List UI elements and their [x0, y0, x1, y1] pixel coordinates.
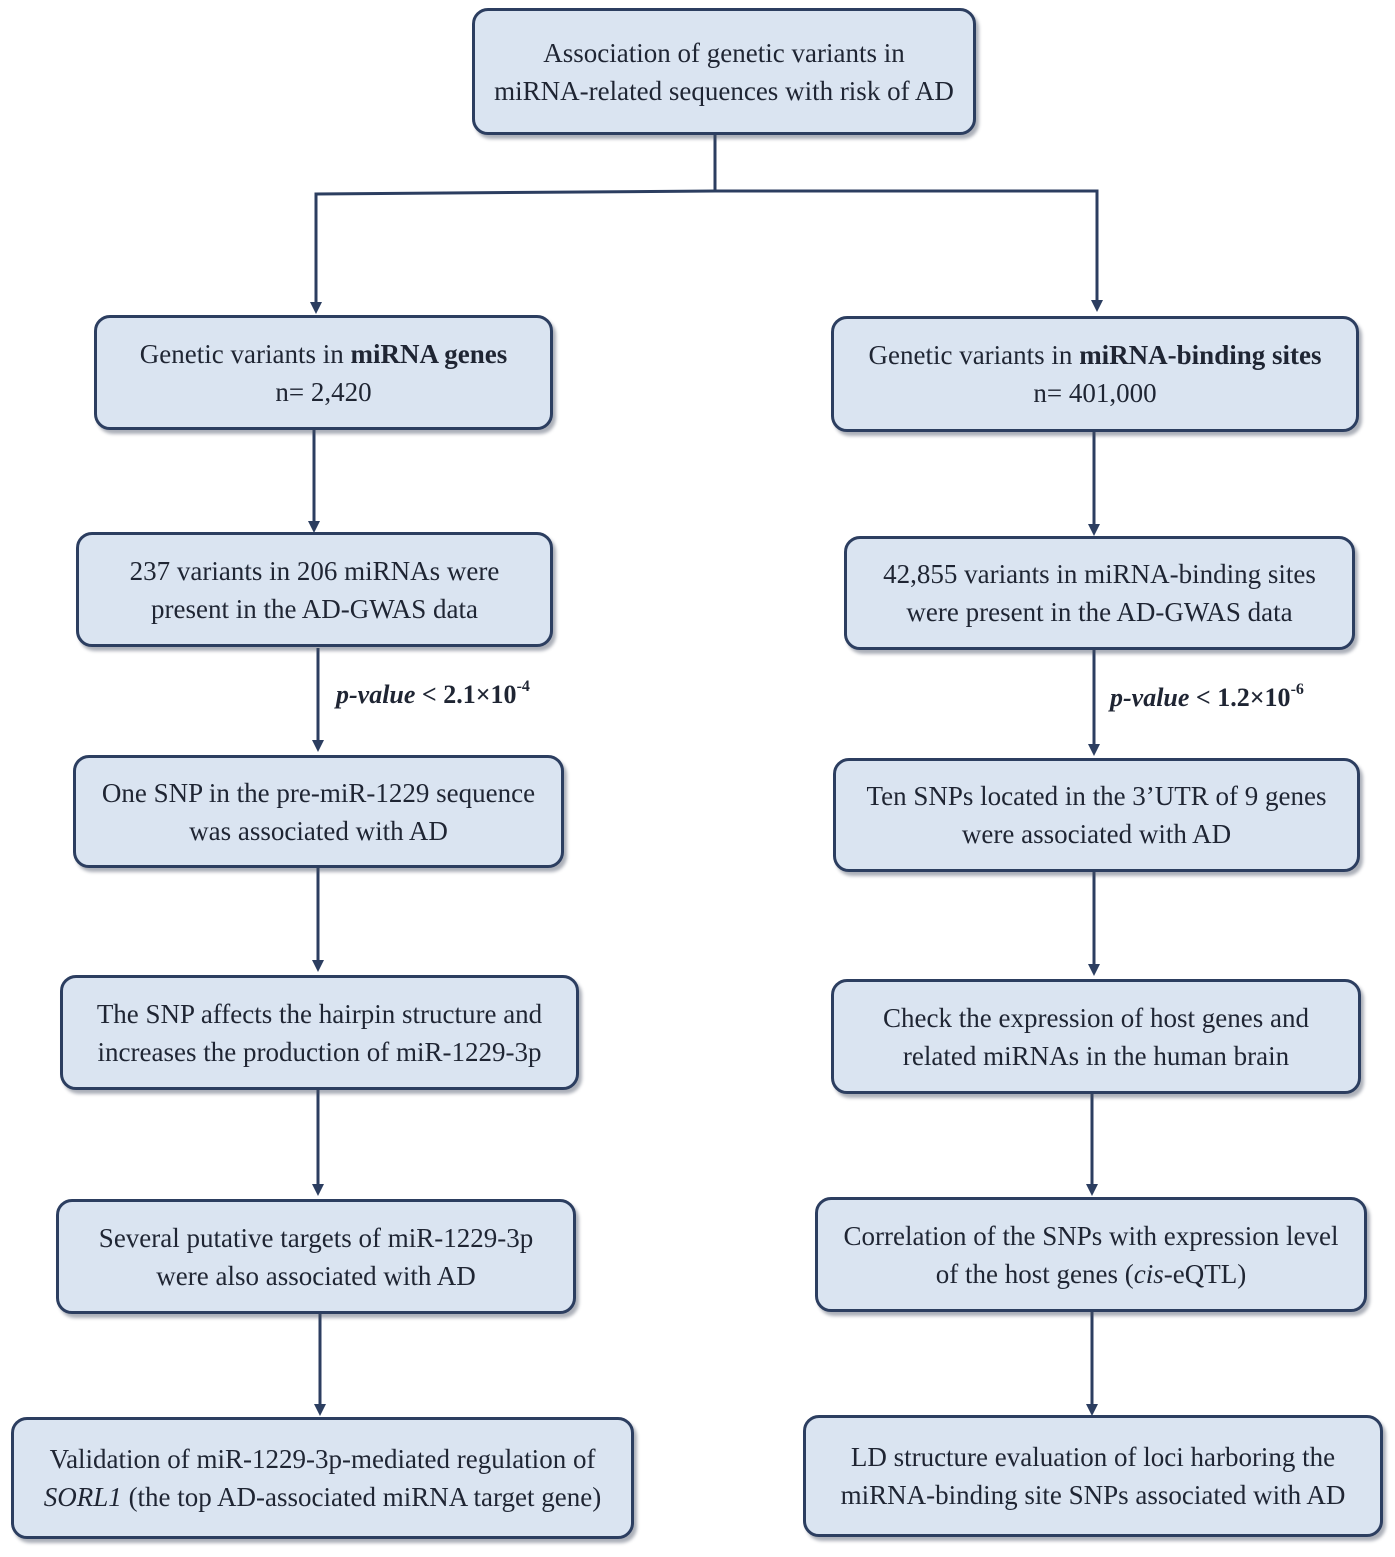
- right-snps-line-1: Ten SNPs located in the 3’UTR of 9 genes: [866, 781, 1327, 811]
- right-ld-box: LD structure evaluation of loci harborin…: [803, 1415, 1383, 1537]
- top-box: Association of genetic variants in miRNA…: [472, 8, 976, 135]
- left-present-box: 237 variants in 206 miRNAs were present …: [76, 532, 553, 647]
- left-targets-line-1: Several putative targets of miR-1229-3p: [98, 1222, 534, 1253]
- connector-top-to-right: [715, 189, 1103, 312]
- top-line-1: Association of genetic variants in: [543, 37, 905, 68]
- left-present-line-2: present in the AD-GWAS data: [151, 593, 478, 624]
- left-pvalue-label: p-value < 2.1×10-4: [336, 678, 530, 710]
- connector-top-to-left: [310, 189, 716, 314]
- left-validation-line-2: SORL1 (the top AD-associated miRNA targe…: [43, 1482, 602, 1512]
- left-hairpin-box: The SNP affects the hairpin structure an…: [60, 975, 579, 1090]
- right-header-box: Genetic variants in miRNA-binding sites …: [831, 316, 1359, 432]
- right-ld-line-2: miRNA-binding site SNPs associated with …: [840, 1480, 1346, 1510]
- right-snps-line-2: were associated with AD: [961, 819, 1232, 849]
- right-expression-line-1: Check the expression of host genes and: [883, 1002, 1309, 1033]
- right-pvalue-label: p-value < 1.2×10-6: [1110, 681, 1304, 713]
- right-expression-box: Check the expression of host genes and r…: [831, 979, 1361, 1094]
- left-snp-line-1: One SNP in the pre-miR-1229 sequence: [101, 777, 536, 808]
- left-snp-line-2: was associated with AD: [189, 815, 448, 846]
- top-line-2: miRNA-related sequences with risk of AD: [494, 75, 954, 106]
- right-correlation-box: Correlation of the SNPs with expression …: [815, 1197, 1367, 1312]
- right-snps-box: Ten SNPs located in the 3’UTR of 9 genes…: [833, 758, 1360, 872]
- right-expression-line-2: related miRNAs in the human brain: [902, 1040, 1290, 1071]
- right-header-title: Genetic variants in miRNA-binding sites: [868, 340, 1322, 370]
- left-targets-line-2: were also associated with AD: [156, 1260, 476, 1291]
- left-hairpin-line-1: The SNP affects the hairpin structure an…: [96, 998, 543, 1029]
- left-snp-box: One SNP in the pre-miR-1229 sequence was…: [73, 755, 564, 868]
- left-hairpin-line-2: increases the production of miR-1229-3p: [97, 1036, 542, 1067]
- left-validation-box: Validation of miR-1229-3p-mediated regul…: [11, 1417, 634, 1539]
- left-targets-box: Several putative targets of miR-1229-3p …: [56, 1199, 576, 1314]
- right-present-line-1: 42,855 variants in miRNA-binding sites: [883, 559, 1316, 589]
- left-present-line-1: 237 variants in 206 miRNAs were: [129, 555, 500, 586]
- left-validation-line-1: Validation of miR-1229-3p-mediated regul…: [49, 1444, 596, 1474]
- right-correlation-line-1: Correlation of the SNPs with expression …: [843, 1220, 1339, 1251]
- right-correlation-line-2: of the host genes (cis-eQTL): [935, 1258, 1247, 1289]
- left-header-box: Genetic variants in miRNA genes n= 2,420: [94, 315, 553, 430]
- right-present-line-2: were present in the AD-GWAS data: [906, 597, 1293, 627]
- right-ld-line-1: LD structure evaluation of loci harborin…: [850, 1442, 1336, 1472]
- right-header-count: n= 401,000: [1033, 378, 1157, 408]
- right-present-box: 42,855 variants in miRNA-binding sites w…: [844, 536, 1355, 650]
- left-header-title: Genetic variants in miRNA genes: [139, 338, 508, 369]
- left-header-count: n= 2,420: [275, 376, 372, 407]
